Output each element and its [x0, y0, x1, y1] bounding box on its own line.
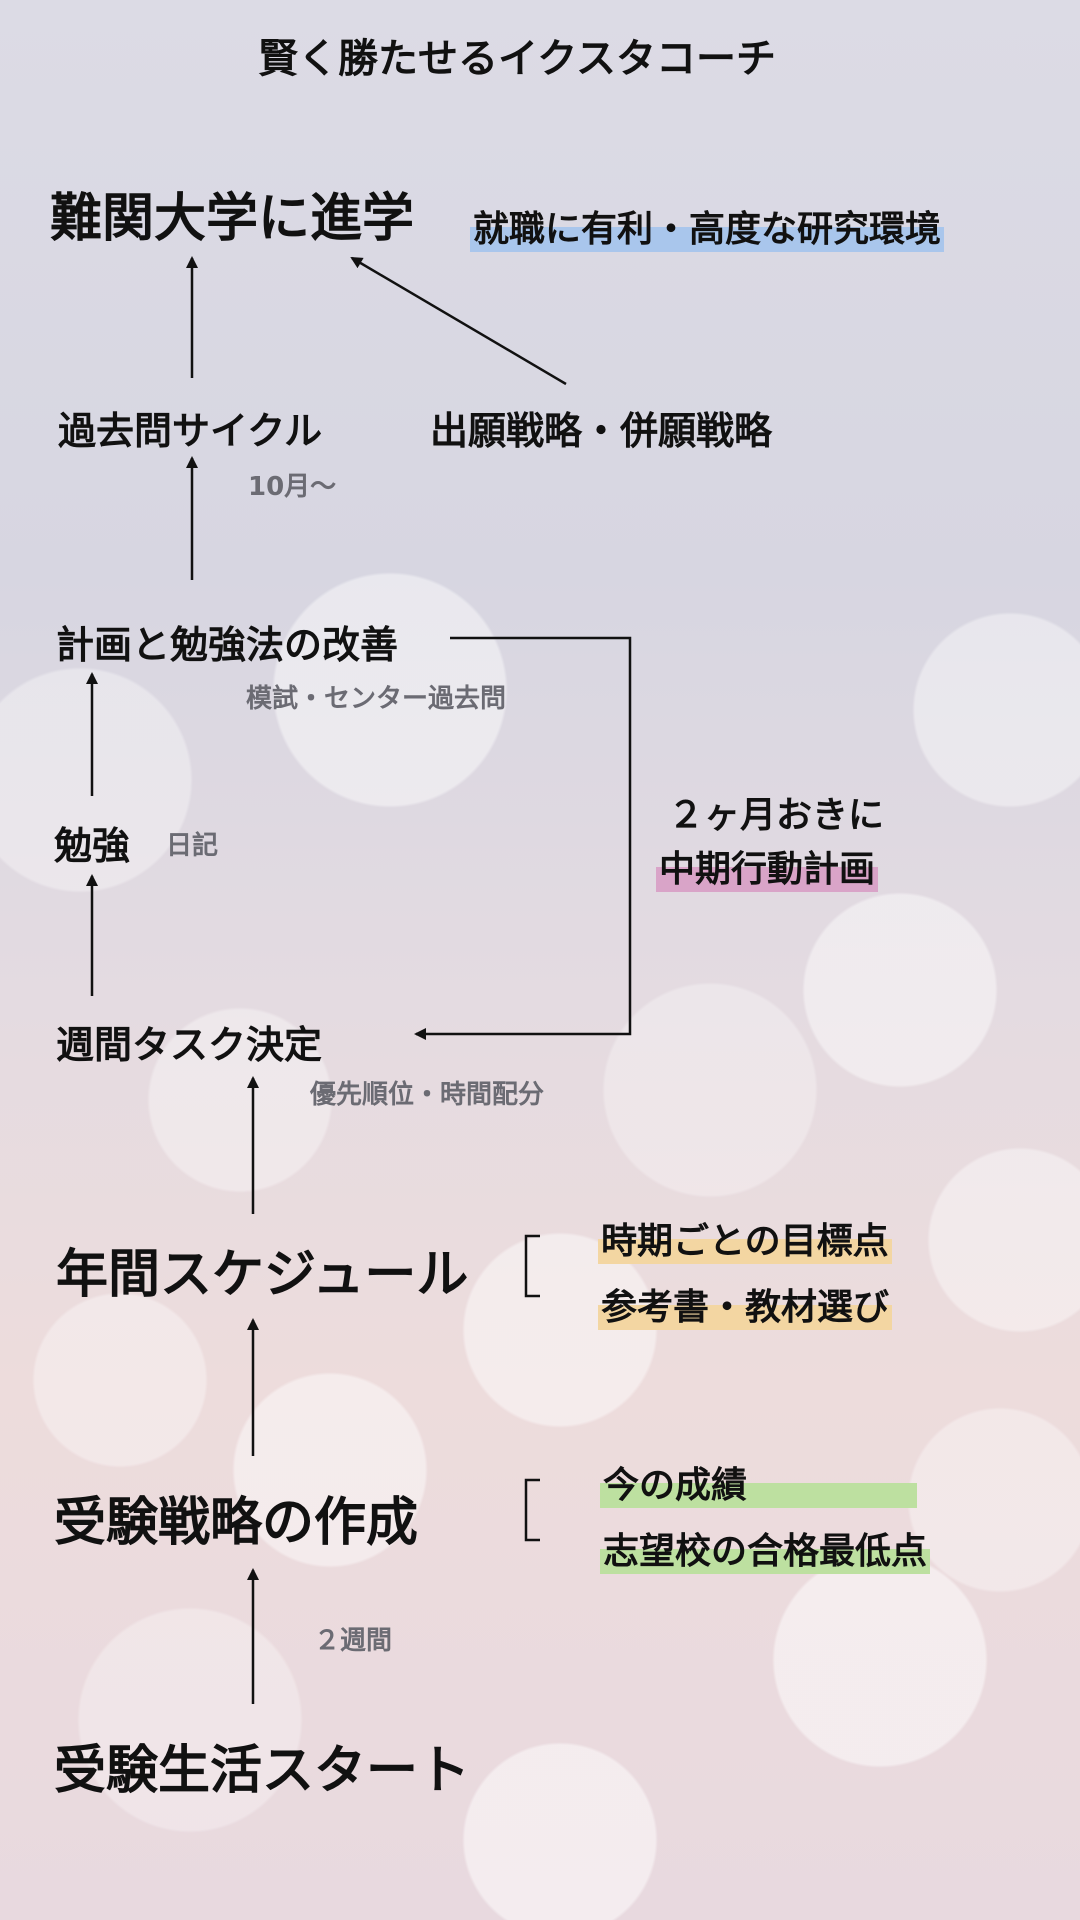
- goal-benefit-label: 就職に有利・高度な研究環境: [470, 200, 945, 252]
- strategy-item: 今の成績: [600, 1456, 918, 1508]
- study-note: 日記: [166, 831, 219, 861]
- loop-arrow-plan-to-weekly: [414, 636, 632, 1040]
- strategy-note: ２週間: [314, 1626, 393, 1656]
- study-node: 勉強: [54, 824, 131, 868]
- annual-bracket: [524, 1234, 540, 1298]
- strategy-node: 受験戦略の作成: [54, 1493, 419, 1553]
- start-node: 受験生活スタート: [54, 1741, 471, 1801]
- loop-label-line1: ２ヶ月おきに: [668, 795, 885, 836]
- past-exam-cycle-node: 過去問サイクル: [58, 409, 323, 453]
- plan-improve-note: 模試・センター過去問: [246, 684, 507, 714]
- loop-label-line2: 中期行動計画: [656, 840, 879, 892]
- goal-node: 難関大学に進学: [50, 189, 415, 249]
- application-strategy-node: 出願戦略・併願戦略: [430, 409, 773, 453]
- strategy-bracket: [524, 1478, 540, 1542]
- past-exam-note: 10月〜: [248, 472, 337, 502]
- annual-item: 参考書・教材選び: [598, 1278, 893, 1330]
- weekly-task-node: 週間タスク決定: [56, 1023, 323, 1067]
- annual-item: 時期ごとの目標点: [598, 1212, 892, 1264]
- weekly-task-note: 優先順位・時間配分: [310, 1080, 545, 1110]
- plan-improve-node: 計画と勉強法の改善: [56, 623, 399, 667]
- arrow-application-to-goal: [350, 256, 567, 386]
- annual-schedule-node: 年間スケジュール: [56, 1245, 469, 1305]
- strategy-item: 志望校の合格最低点: [600, 1522, 931, 1574]
- page-title: 賢く勝たせるイクスタコーチ: [258, 36, 776, 82]
